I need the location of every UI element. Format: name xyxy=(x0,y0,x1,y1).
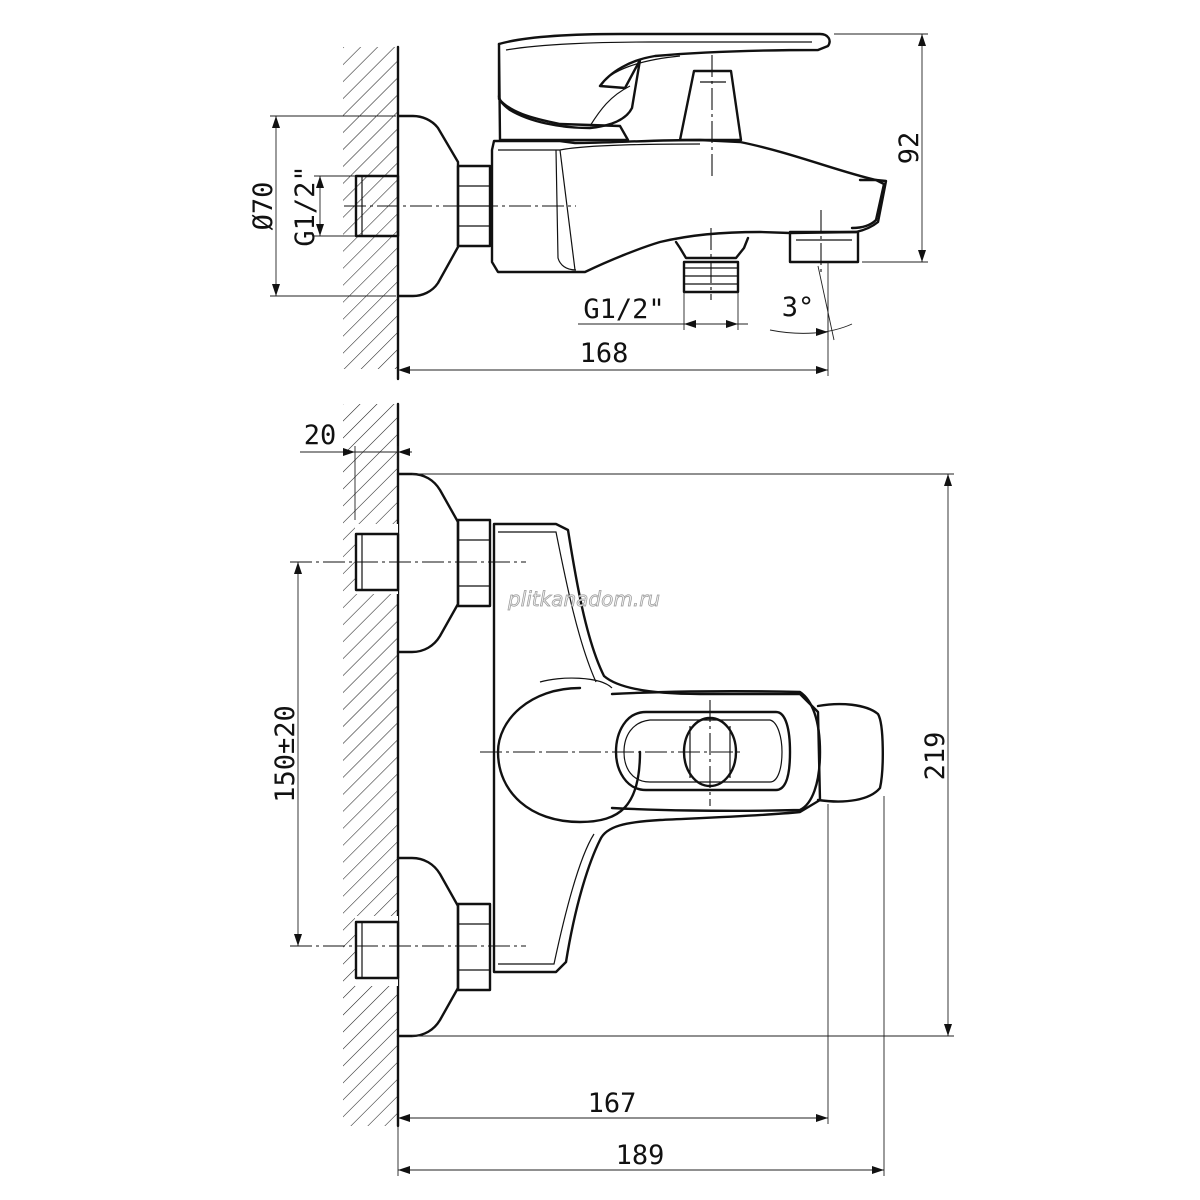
front-arrow-150-top xyxy=(294,562,302,574)
top-view: Ø70 G1/2" 92 G1/2" 3° 168 xyxy=(248,32,928,381)
top-aerator xyxy=(788,230,860,264)
dim-diameter: Ø70 xyxy=(248,182,279,231)
top-arrow-92-bot xyxy=(918,250,926,262)
dim-centers: 150±20 xyxy=(270,705,301,803)
dim-outlet-thread: G1/2" xyxy=(583,294,664,325)
front-arrow-189-r xyxy=(872,1166,884,1174)
top-wall-hatch xyxy=(343,47,397,369)
front-arrow-167-r xyxy=(816,1114,828,1122)
front-escutcheon-bot xyxy=(396,856,460,1038)
dim-angle: 3° xyxy=(782,292,815,323)
front-lever-slot-inner xyxy=(623,719,783,783)
top-diverter-knob xyxy=(678,69,743,142)
front-nut-top xyxy=(456,518,492,608)
front-arrow-219-bot xyxy=(944,1024,952,1036)
top-arrow-angle xyxy=(816,328,828,336)
top-arrow-out-r xyxy=(726,320,738,328)
top-body xyxy=(490,138,888,274)
top-outlet-neck xyxy=(674,236,750,260)
top-arrow-out-l xyxy=(684,320,696,328)
front-inlet-bot xyxy=(354,920,400,980)
dim-inlet-thread: G1/2" xyxy=(290,165,321,246)
dim-overall-height: 219 xyxy=(920,732,951,781)
top-arrow-g12-top xyxy=(316,176,324,188)
top-body-inner xyxy=(498,143,701,271)
top-body-side xyxy=(555,149,577,271)
top-arrow-70-bot xyxy=(272,284,280,296)
front-arrow-20-r xyxy=(398,448,410,456)
front-spout xyxy=(816,702,884,803)
top-arrow-g12-bot xyxy=(316,224,324,236)
dim-overall-length: 189 xyxy=(616,1140,665,1171)
front-arrow-150-bot xyxy=(294,934,302,946)
watermark: plitkanadom.ru xyxy=(507,587,660,611)
front-view: plitkanadom.ru 20 150±20 219 167 189 xyxy=(270,402,954,1176)
top-arrow-168-r xyxy=(816,366,828,374)
dim-projection: 168 xyxy=(580,338,629,369)
front-arrow-167-l xyxy=(398,1114,410,1122)
top-arrow-92-top xyxy=(918,34,926,46)
front-arrow-189-l xyxy=(398,1166,410,1174)
dim-wall-offset: 20 xyxy=(304,420,337,451)
top-handle-inner xyxy=(505,41,812,127)
top-handle xyxy=(497,32,831,130)
front-wall-hatch xyxy=(343,404,397,1126)
front-lever-slot xyxy=(614,710,792,792)
front-body-inner xyxy=(498,531,597,965)
top-handle-lever xyxy=(599,55,681,87)
top-spout-tip xyxy=(850,178,886,230)
front-handle-disc xyxy=(496,686,642,824)
dim-to-handle: 167 xyxy=(588,1088,637,1119)
front-handle-disc-inner xyxy=(539,677,613,689)
top-arrow-168-l xyxy=(398,366,410,374)
dim-height: 92 xyxy=(894,132,925,165)
front-arrow-20-l xyxy=(343,448,355,456)
front-arrow-219-top xyxy=(944,474,952,486)
front-lever xyxy=(610,689,822,813)
top-angle-line-2 xyxy=(817,265,835,341)
top-angle-arc xyxy=(769,323,853,334)
front-escutcheon-top xyxy=(396,472,460,654)
front-body xyxy=(492,522,822,974)
front-nut-bot xyxy=(456,902,492,992)
top-arrow-70-top xyxy=(272,116,280,128)
